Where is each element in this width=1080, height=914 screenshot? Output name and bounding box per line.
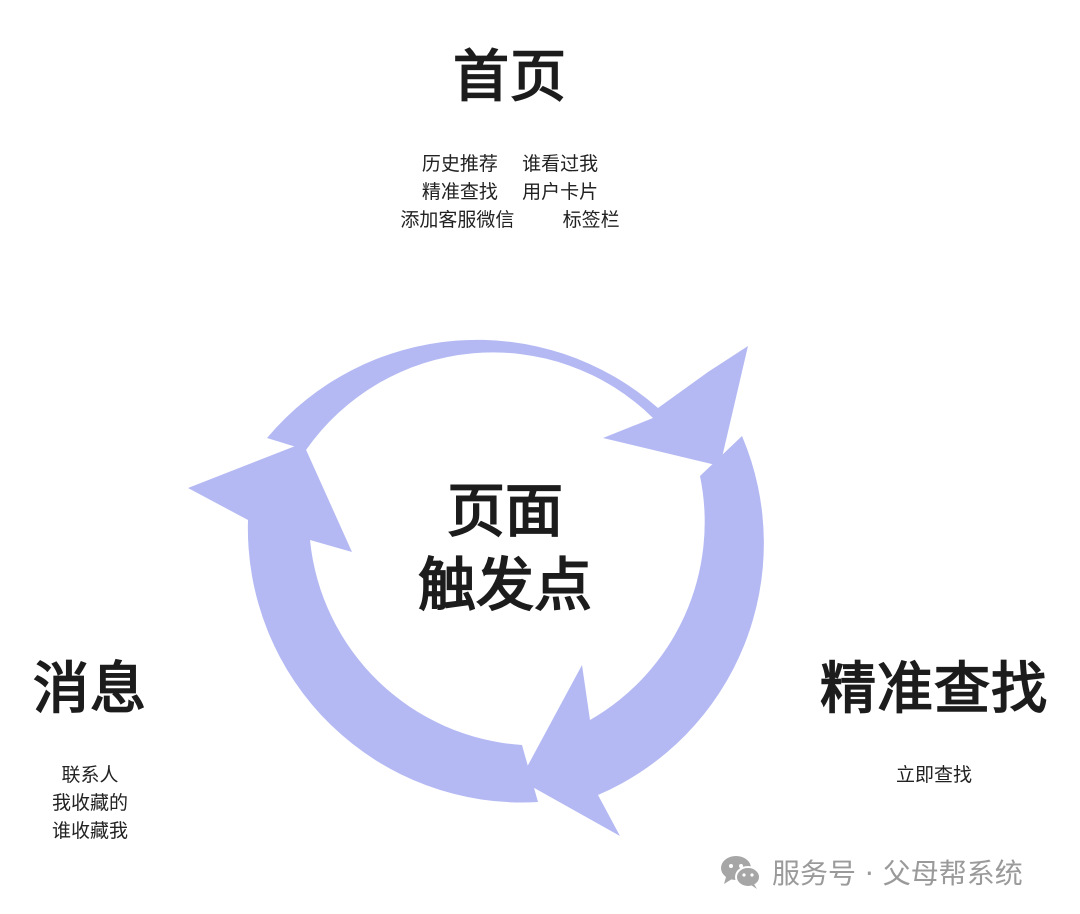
node-home-row: 添加客服微信 标签栏: [400, 209, 620, 231]
node-message-title: 消息: [33, 657, 147, 722]
node-search: 精准查找 立即查找: [800, 662, 1068, 789]
center-label-line2: 触发点: [417, 551, 592, 619]
wechat-icon: [721, 856, 761, 889]
node-message-row: 谁收藏我: [51, 820, 128, 842]
node-search-row: 立即查找: [895, 764, 972, 786]
cycle-arrow-bottom-left: [188, 443, 538, 803]
node-home-items: 历史推荐 谁看过我 精准查找 用户卡片 添加客服微信 标签栏: [340, 150, 680, 234]
node-home: 首页 历史推荐 谁看过我 精准查找 用户卡片 添加客服微信 标签栏: [340, 50, 680, 234]
node-home-title: 首页: [453, 45, 567, 110]
center-label-line1: 页面: [446, 477, 563, 545]
node-message: 消息 联系人 我收藏的 谁收藏我: [0, 662, 180, 845]
node-message-row: 我收藏的: [51, 792, 128, 814]
node-home-row: 历史推荐 谁看过我: [421, 153, 599, 175]
node-home-row: 精准查找 用户卡片: [421, 181, 599, 203]
node-message-row: 联系人: [61, 764, 119, 786]
center-label: 页面 触发点: [380, 474, 630, 622]
cycle-arrow-top-right: [267, 339, 748, 466]
watermark: 服务号 · 父母帮系统: [720, 852, 1023, 892]
watermark-text: 服务号 · 父母帮系统: [772, 857, 1023, 890]
node-search-title: 精准查找: [820, 657, 1048, 722]
node-search-items: 立即查找: [800, 761, 1068, 789]
cycle-arrow-right-bottom: [520, 436, 764, 836]
node-message-items: 联系人 我收藏的 谁收藏我: [0, 761, 180, 845]
